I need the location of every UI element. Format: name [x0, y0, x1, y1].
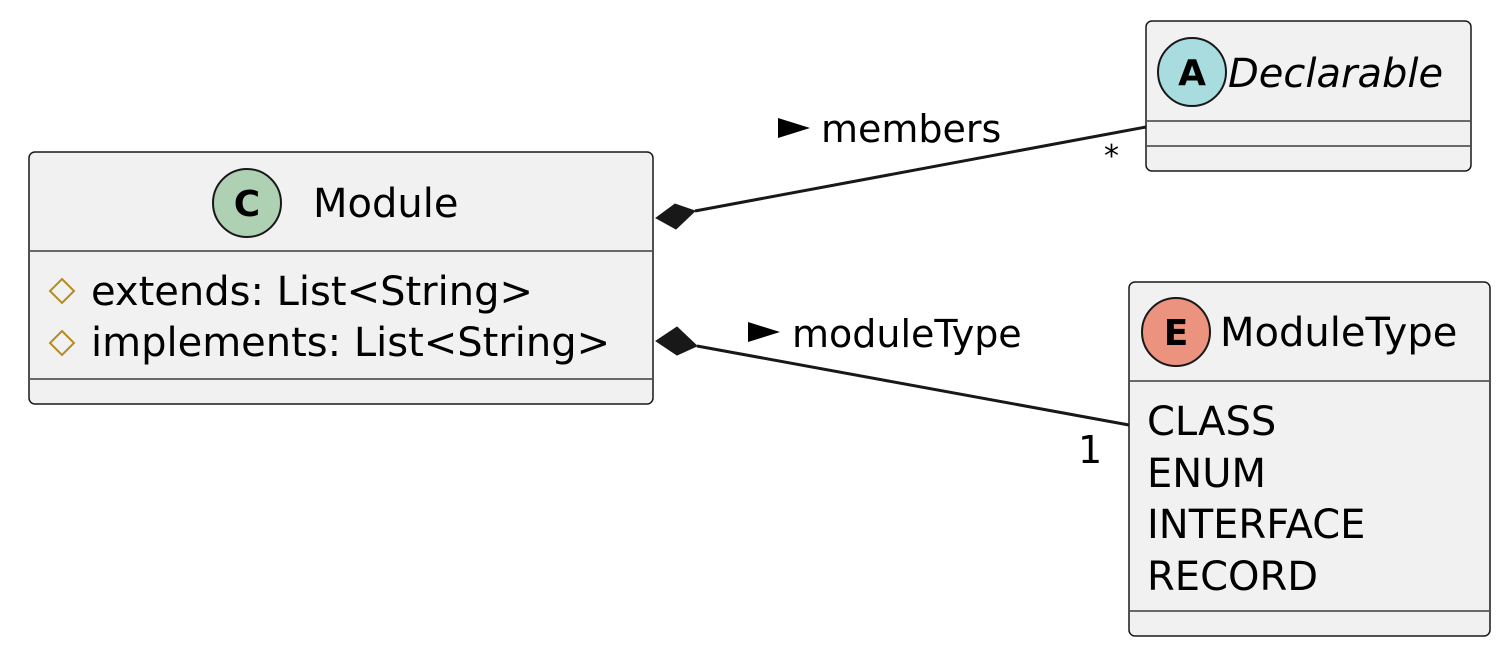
attribute-text: implements: List<String> [91, 320, 610, 366]
relation-module-type: moduleType 1 [655, 312, 1130, 472]
class-module-box [28, 151, 654, 405]
multiplicity-label: * [1104, 139, 1119, 174]
composition-line [696, 344, 1130, 427]
composition-diamond-icon [655, 203, 696, 230]
class-declarable-badge-letter: A [1178, 53, 1206, 94]
abstract-class-badge-icon [1157, 37, 1227, 107]
enum-module-type-name: ModuleType [1220, 310, 1457, 356]
triangle-right-icon [748, 322, 780, 342]
enum-constant: RECORD [1147, 554, 1318, 600]
enum-constant: ENUM [1147, 451, 1266, 497]
class-declarable-box [1145, 20, 1472, 172]
enum-constant: INTERFACE [1147, 502, 1365, 548]
enum-module-type-badge-letter: E [1164, 313, 1189, 354]
attribute-row: extends: List<String> [48, 269, 533, 315]
enum-badge-icon [1141, 297, 1211, 367]
relation-members: members * [655, 107, 1147, 230]
relation-label: members [821, 107, 1001, 151]
composition-line [694, 125, 1147, 213]
composition-diamond-icon [655, 326, 698, 356]
relation-label: moduleType [792, 312, 1022, 356]
enum-module-type: E ModuleType CLASS ENUM INTERFACE RECORD [1128, 281, 1491, 637]
enum-module-type-box [1128, 281, 1491, 637]
enum-constant: CLASS [1147, 399, 1276, 445]
diamond-outline-icon [48, 277, 76, 305]
class-module-name: Module [313, 181, 458, 227]
class-module: C Module extends: List<String> implement… [28, 151, 654, 405]
triangle-right-icon [778, 118, 810, 138]
class-module-badge-letter: C [234, 184, 260, 225]
attribute-row: implements: List<String> [48, 320, 610, 366]
diamond-outline-icon [48, 329, 76, 357]
class-declarable: A Declarable [1145, 20, 1472, 172]
multiplicity-label: 1 [1078, 428, 1102, 472]
class-badge-icon [212, 168, 282, 238]
attribute-text: extends: List<String> [91, 269, 533, 315]
class-declarable-name: Declarable [1228, 51, 1443, 97]
